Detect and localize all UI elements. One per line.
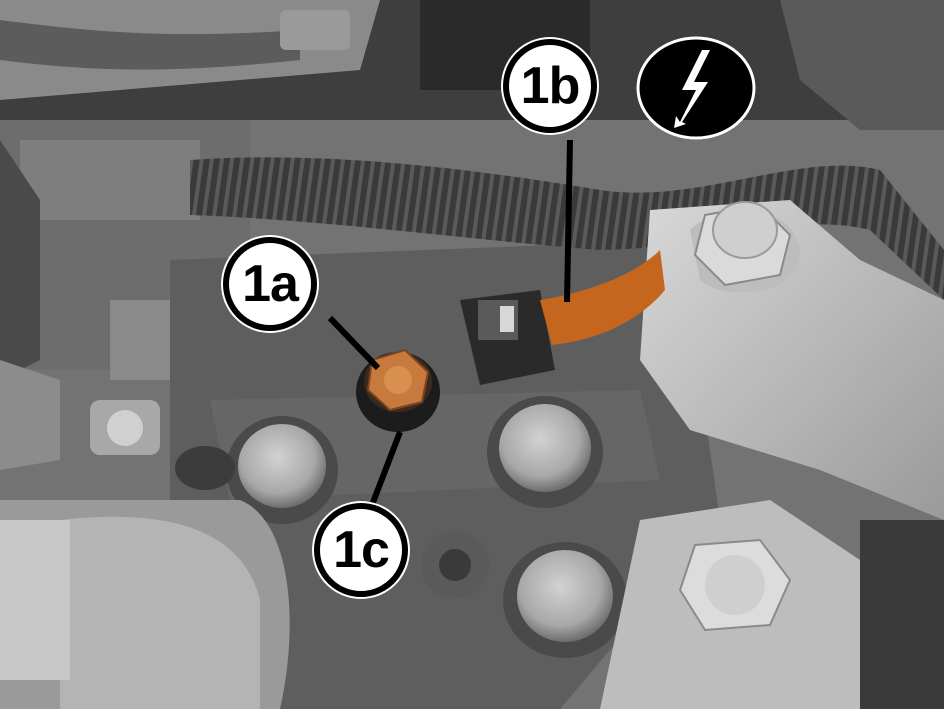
hex-bolt-lower	[678, 538, 792, 632]
lightning-bolt-icon	[636, 36, 756, 140]
leader-line-1b	[564, 139, 573, 303]
callout-1b: 1b	[503, 39, 597, 133]
left-pipe	[0, 360, 60, 470]
foam-pad	[0, 140, 40, 380]
callout-1a: 1a	[223, 237, 317, 331]
leader-line-1c	[369, 430, 403, 507]
core-plug-left	[226, 416, 338, 524]
sensor-connector	[460, 250, 665, 385]
hex-bolt-upper	[693, 201, 792, 287]
left-bolt	[90, 400, 160, 455]
lower-right-shadow	[860, 520, 944, 709]
upper-clip	[280, 10, 350, 50]
harness-wrap	[0, 20, 300, 70]
core-plug-center	[487, 396, 603, 508]
core-plug-bottom	[503, 542, 627, 658]
left-module-top	[20, 140, 200, 220]
leader-line-1a	[327, 315, 381, 371]
small-plug	[421, 531, 489, 599]
starter-housing	[60, 516, 260, 709]
upper-right-panel	[780, 0, 944, 130]
grommet	[175, 446, 235, 490]
starter-label	[0, 520, 70, 680]
knock-sensor	[356, 348, 440, 432]
callout-1c: 1c	[314, 503, 408, 597]
